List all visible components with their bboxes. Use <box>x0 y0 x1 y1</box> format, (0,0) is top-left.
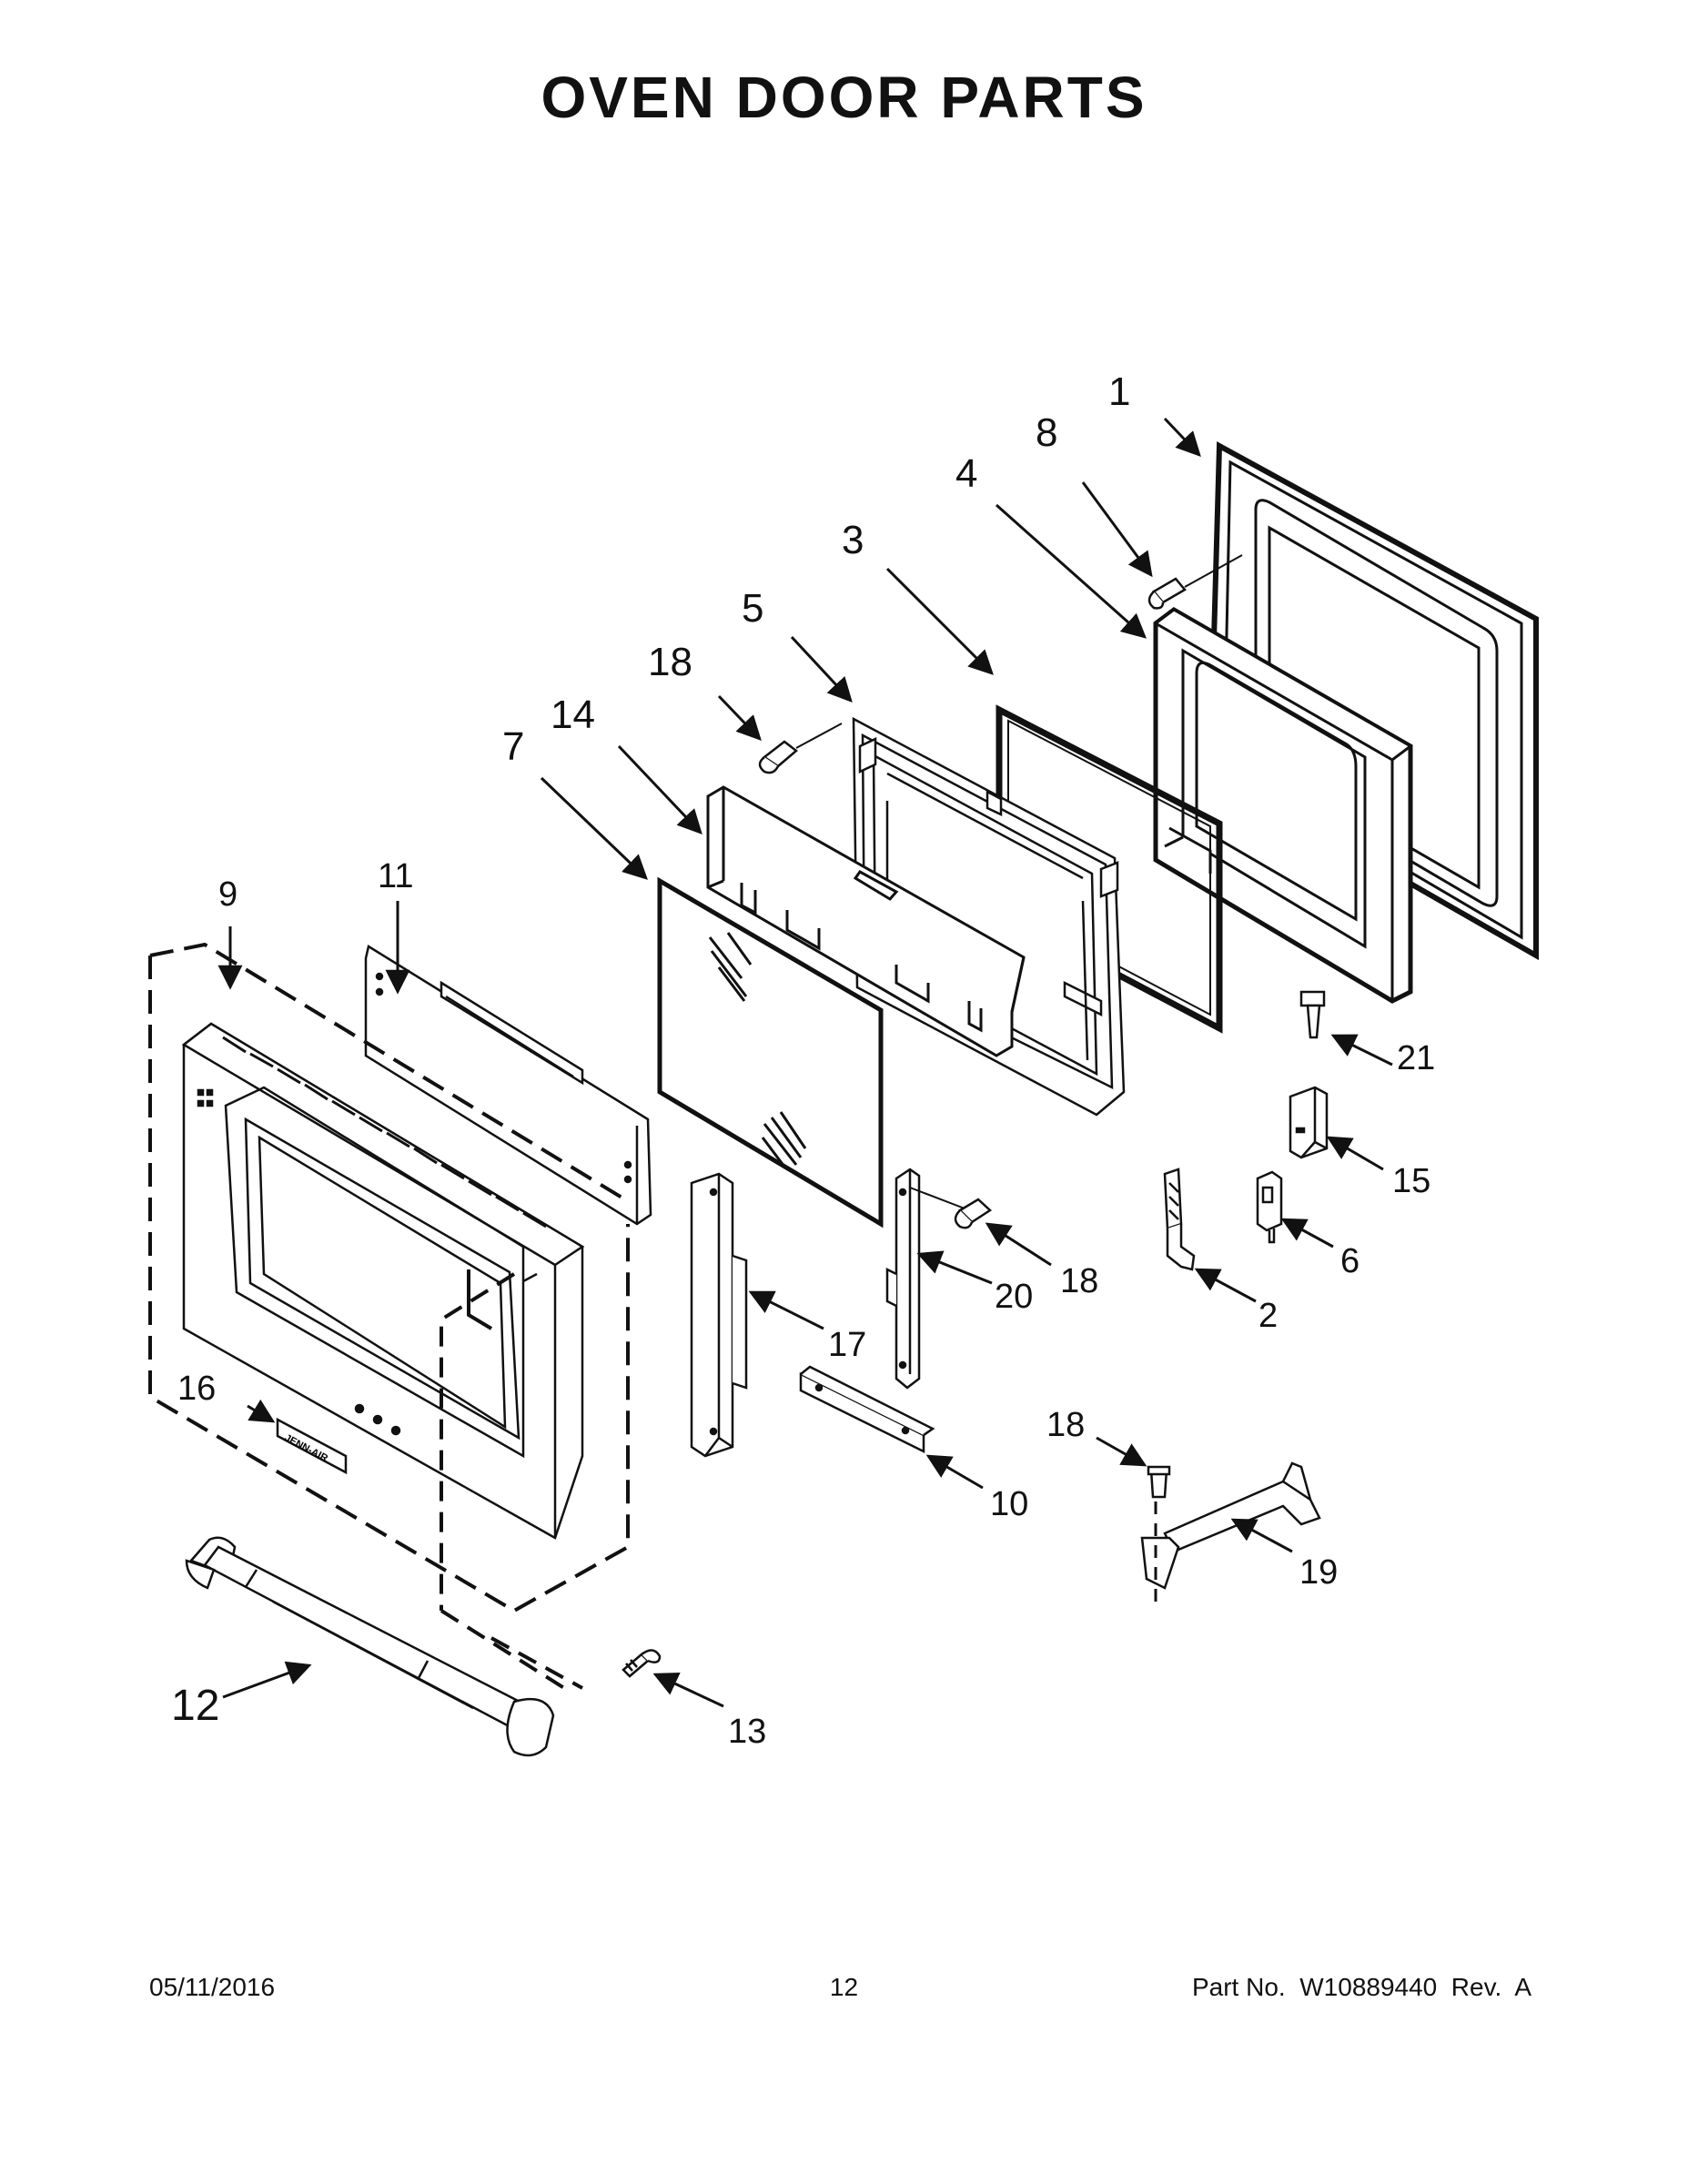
part-16-brand-badge: JENN-AIR <box>276 1417 348 1475</box>
part-6-small-bracket <box>1256 1170 1283 1244</box>
callout-4: 4 <box>955 451 977 496</box>
screw-leader-lines <box>795 554 1243 1209</box>
callout-16: 16 <box>177 1370 216 1408</box>
callout-17: 17 <box>828 1326 866 1364</box>
callout-6: 6 <box>1340 1242 1359 1280</box>
part-14-heat-shield <box>706 785 1026 1057</box>
part-18-screw-a <box>758 740 798 774</box>
part-2-latch <box>1163 1168 1196 1271</box>
part-19-hinge-rod <box>1140 1461 1321 1611</box>
callout-13: 13 <box>728 1713 766 1751</box>
callout-10: 10 <box>990 1485 1028 1523</box>
callout-1: 1 <box>1108 369 1130 414</box>
callout-18-bottom: 18 <box>1046 1406 1085 1444</box>
callout-5: 5 <box>742 586 763 631</box>
callout-18-mid: 18 <box>1060 1262 1098 1300</box>
callout-19: 19 <box>1299 1553 1338 1592</box>
part-17-side-trim <box>690 1172 748 1458</box>
callout-2: 2 <box>1258 1297 1278 1335</box>
callout-arrows <box>217 417 1393 1708</box>
part-20-vertical-bracket <box>885 1168 921 1390</box>
callout-3: 3 <box>842 518 864 562</box>
part-12-door-handle <box>185 1536 555 1757</box>
part-11-control-panel-cover <box>364 945 652 1226</box>
part-8-screw <box>1147 577 1187 610</box>
callout-20: 20 <box>995 1278 1033 1316</box>
part-15-clip <box>1289 1086 1329 1159</box>
part-9-door-assembly-envelope <box>148 942 630 1613</box>
part-18-screw-c <box>1147 1465 1171 1499</box>
callout-15: 15 <box>1392 1162 1430 1200</box>
callout-14: 14 <box>551 693 595 737</box>
page-title: OVEN DOOR PARTS <box>541 65 1147 130</box>
footer-date: 05/11/2016 <box>149 1973 276 2001</box>
callout-labels: 1 8 4 3 5 18 14 7 11 9 16 12 13 17 10 20… <box>171 369 1435 1751</box>
part-7-inner-glass <box>657 876 884 1228</box>
part-18-screw-b <box>954 1198 993 1229</box>
callout-8: 8 <box>1036 410 1057 455</box>
part-9-door-outer-frame <box>181 1022 585 1540</box>
callout-12: 12 <box>171 1682 219 1730</box>
callout-11: 11 <box>378 857 413 895</box>
part-10-hinge-bracket <box>799 1365 935 1454</box>
callout-18-top: 18 <box>648 640 692 684</box>
handle-leader-lines <box>440 1269 583 1690</box>
footer-part-number: Part No. W10889440 Rev. A <box>1191 1973 1531 2001</box>
callout-9: 9 <box>218 875 238 914</box>
callout-21: 21 <box>1397 1039 1435 1077</box>
callout-7: 7 <box>502 724 524 769</box>
footer-page-number: 12 <box>829 1973 859 2001</box>
part-4-inner-door-frame <box>1153 607 1413 1004</box>
part-21-screw <box>1299 990 1326 1039</box>
part-13-screw <box>622 1649 662 1678</box>
